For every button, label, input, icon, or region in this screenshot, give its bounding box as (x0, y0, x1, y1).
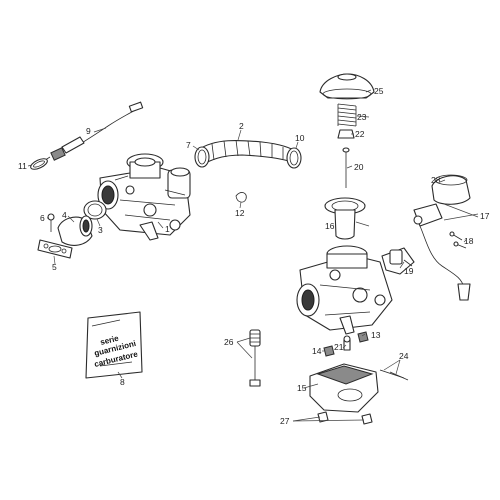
callout-10: 10 (295, 133, 305, 143)
callout-20: 20 (354, 162, 364, 172)
callout-7: 7 (186, 140, 191, 150)
rubber-boot-28 (431, 174, 471, 205)
fitting-14 (323, 345, 335, 357)
needle-20 (342, 147, 350, 188)
clip-12 (235, 192, 247, 203)
callout-15: 15 (297, 383, 307, 393)
callout-27: 27 (280, 416, 290, 426)
callout-9: 9 (86, 126, 91, 136)
electric-choke-19 (381, 247, 415, 275)
pins-24 (379, 369, 409, 381)
leader-lines (27, 89, 479, 422)
hose-clamp-10 (286, 147, 302, 169)
callout-3: 3 (98, 225, 103, 235)
accelerator-pump-17 (413, 203, 471, 301)
intake-manifold-4 (57, 215, 93, 246)
callout-13: 13 (371, 330, 381, 340)
diaphragm-slide-16 (324, 197, 366, 240)
callout-18: 18 (464, 236, 474, 246)
callout-26: 26 (224, 337, 234, 347)
jet-assembly-26 (249, 329, 261, 387)
callout-11: 11 (18, 161, 27, 171)
callout-21: 21 (334, 342, 344, 352)
flange-gasket-5 (37, 239, 73, 259)
callout-12: 12 (235, 208, 245, 218)
throttle-cable (41, 101, 144, 163)
carburetor-body-right (296, 245, 393, 335)
float-bowl-15 (309, 363, 379, 413)
callout-5: 5 (52, 262, 57, 272)
retainer-22 (337, 129, 355, 139)
callout-4: 4 (62, 210, 67, 220)
callout-2: 2 (239, 121, 244, 131)
diaphragm-cap-25 (319, 73, 375, 100)
screw-6 (47, 213, 55, 232)
fitting-21 (343, 335, 351, 351)
hose-clamp-7 (194, 146, 210, 168)
callout-25: 25 (374, 86, 384, 96)
gasket-kit-bag-8 (85, 311, 143, 379)
callout-8: 8 (120, 377, 125, 387)
clamp-ring-3 (83, 200, 107, 220)
callout-17: 17 (480, 211, 490, 221)
callout-16: 16 (325, 221, 335, 231)
callout-1: 1 (165, 224, 170, 234)
intake-hose-2 (197, 139, 297, 167)
callout-14: 14 (312, 346, 322, 356)
callout-28: 28 (431, 175, 441, 185)
callout-24: 24 (399, 351, 409, 361)
callout-23: 23 (357, 112, 367, 122)
spring-23 (337, 103, 357, 127)
fitting-13 (357, 331, 369, 343)
callout-6: 6 (40, 213, 45, 223)
callout-22: 22 (355, 129, 365, 139)
carburetor-assembly-1 (97, 153, 191, 241)
screws-18 (449, 231, 467, 249)
callout-19: 19 (404, 266, 414, 276)
drain-screws-27 (317, 411, 373, 425)
clamp-11 (30, 158, 48, 170)
